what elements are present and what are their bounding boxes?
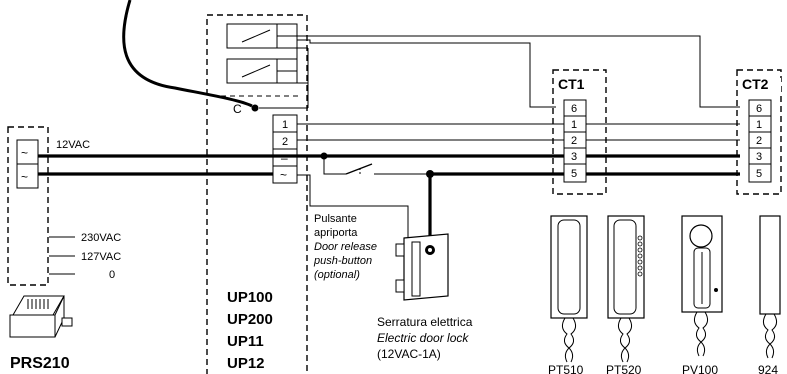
handset-924-label: 924 [758, 363, 778, 374]
common-terminal-label: C [233, 102, 242, 116]
model-up12: UP12 [227, 355, 265, 372]
ct2-terminal-block [748, 99, 772, 183]
push-button-label-en-2: push-button [313, 255, 372, 267]
handset-pv100-icon [681, 215, 723, 357]
ct2-terminal-3: 3 [756, 151, 762, 163]
handset-pt510-label: PT510 [548, 363, 584, 374]
handset-pt520-icon [607, 215, 645, 363]
psu-output-label: 12VAC [56, 139, 90, 151]
handset-924-icon [759, 215, 781, 359]
ct1-label: CT1 [558, 76, 585, 92]
ct2-terminal-1: 1 [756, 119, 762, 131]
main-terminal-1: 1 [282, 119, 288, 131]
model-up11: UP11 [227, 333, 264, 350]
ct2-dashed-box [736, 69, 782, 195]
psu-model-label: PRS210 [10, 355, 70, 372]
ct1-terminal-3: 3 [571, 151, 577, 163]
ct2-terminal-6: 6 [756, 103, 762, 115]
ct1-terminal-2: 2 [571, 135, 577, 147]
push-button-wire [323, 156, 346, 175]
psu-input-127: 127VAC [81, 251, 121, 263]
psu-input-230: 230VAC [81, 232, 121, 244]
handset-pt520-label: PT520 [606, 363, 642, 374]
model-up200: UP200 [227, 311, 273, 328]
ct2-label: CT2 [742, 76, 769, 92]
psu-dashed-box [7, 126, 49, 286]
psu-terminal-ac-2: ~ [21, 170, 28, 184]
push-button-link [297, 174, 409, 238]
ct1-dashed-box [552, 69, 607, 195]
common-terminal-dot [251, 104, 259, 112]
handset-pt510-icon [550, 215, 588, 363]
door-lock-label-it: Serratura elettrica [377, 315, 473, 329]
push-button-contact [345, 163, 373, 175]
push-button-label-it-1: Pulsante [314, 213, 357, 225]
main-unit: C 1 2 – ~ UP100 UP200 UP11 UP12 [206, 14, 309, 374]
distributor-ct1: CT1 6 1 2 3 5 [552, 69, 607, 195]
main-terminal-2: 2 [282, 136, 288, 148]
ct2-terminal-5: 5 [756, 168, 762, 180]
psu-input-0: 0 [109, 269, 115, 281]
handset-pv100-label: PV100 [682, 363, 718, 374]
ct1-terminal-6: 6 [571, 103, 577, 115]
model-up100: UP100 [227, 289, 273, 306]
main-unit-dashed-box [206, 14, 308, 374]
power-supply-prs210: ~ ~ 12VAC 230VAC 127VAC 0 PRS210 [7, 126, 121, 372]
door-lock-rating: (12VAC-1A) [377, 347, 441, 361]
main-terminal-minus: – [281, 151, 288, 165]
incoming-cable [122, 0, 253, 108]
push-button-label-en-1: Door release [314, 241, 377, 253]
distributor-ct2: CT2 6 1 2 3 5 [736, 69, 782, 195]
main-terminal-ac: ~ [280, 168, 287, 182]
relay-wire-ct2 [297, 35, 740, 108]
psu-terminal-ac-1: ~ [21, 146, 28, 160]
push-button-label-en-3: (optional) [314, 269, 360, 281]
ct1-terminal-1: 1 [571, 119, 577, 131]
ct1-terminal-5: 5 [571, 168, 577, 180]
relay-wire-ct1 [296, 39, 556, 108]
push-button-label-it-2: apriporta [314, 227, 358, 239]
ct2-terminal-2: 2 [756, 135, 762, 147]
din-module-icon [9, 295, 73, 338]
electric-door-lock [395, 233, 449, 301]
door-lock-label-en: Electric door lock [377, 331, 469, 345]
ct1-terminal-block [563, 99, 587, 183]
